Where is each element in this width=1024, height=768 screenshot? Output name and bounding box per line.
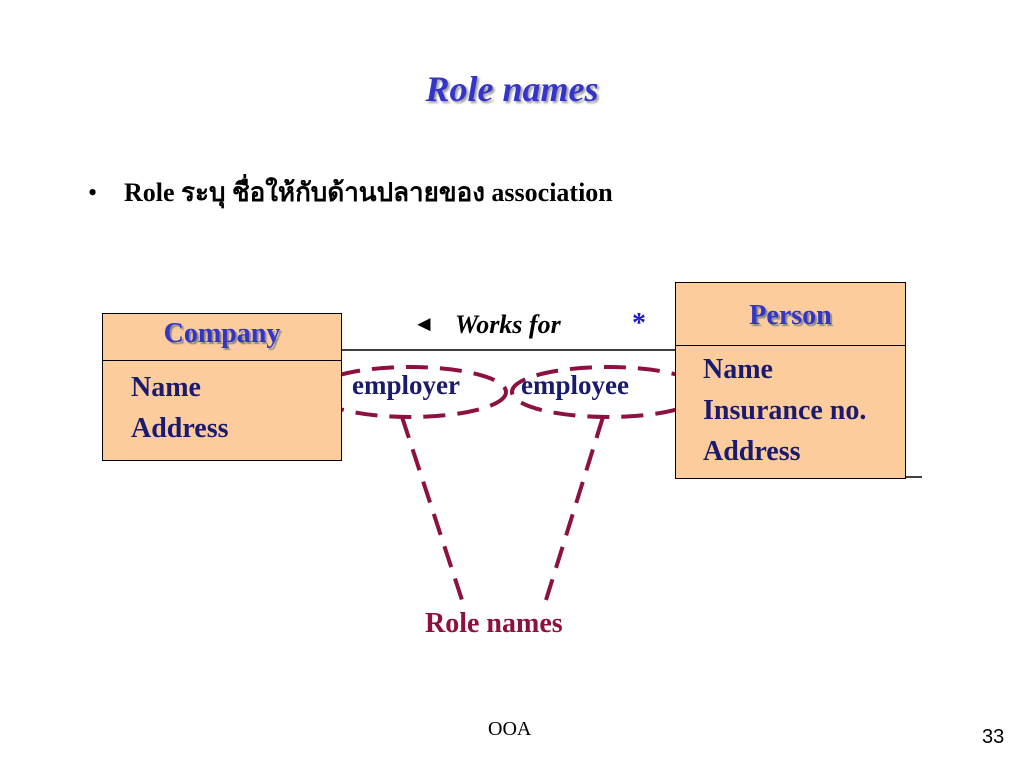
person-class-box: Person Name Insurance no. Address <box>675 282 906 479</box>
person-class-name: Person <box>749 300 832 331</box>
company-class-box: Company Name Address <box>102 313 342 461</box>
person-attribute-1: Name <box>703 354 773 385</box>
person-class-header: Person <box>676 283 905 346</box>
company-class-header: Company <box>103 314 341 361</box>
person-attribute-3: Address <box>703 436 801 467</box>
company-attribute-2: Address <box>131 413 229 444</box>
person-attribute-2: Insurance no. <box>703 395 867 426</box>
slide-page-number: 33 <box>982 726 1005 748</box>
callout-pointer-left <box>400 416 464 601</box>
association-name: Works for <box>455 310 561 339</box>
slide-footer: OOA <box>488 718 532 740</box>
bullet-marker: • <box>88 178 98 207</box>
association-direction-arrow: ◄ <box>413 311 435 336</box>
bullet-text: Role ระบุ ชื่อให้กับด้านปลายของ associat… <box>124 178 613 207</box>
company-class-name: Company <box>163 318 281 349</box>
company-attribute-1: Name <box>131 372 201 403</box>
bullet-item: • Role ระบุ ชื่อให้กับด้านปลายของ associ… <box>88 172 613 213</box>
slide-title: Role names <box>425 69 599 109</box>
callout-pointer-right <box>544 416 605 601</box>
association-multiplicity: * <box>632 308 646 339</box>
role-employer-label: employer <box>352 370 460 400</box>
role-names-callout-label: Role names <box>425 608 563 639</box>
role-employee-label: employee <box>521 370 629 400</box>
